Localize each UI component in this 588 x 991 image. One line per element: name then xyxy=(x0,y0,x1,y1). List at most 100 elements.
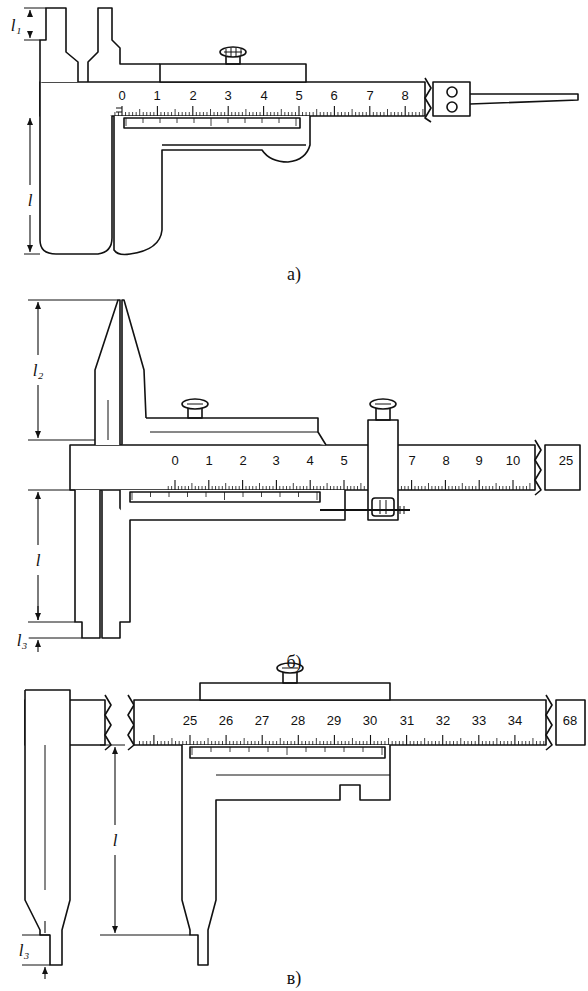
scale-tick xyxy=(350,486,351,490)
scale-tick xyxy=(254,741,255,745)
scale-tick xyxy=(233,741,234,745)
scale-tick xyxy=(226,735,227,745)
dimension-label: l xyxy=(112,832,119,849)
scale-number: 1 xyxy=(205,454,212,467)
scale-tick xyxy=(363,747,364,752)
scale-tick xyxy=(467,741,468,745)
scale-tick xyxy=(482,486,483,490)
scale-number: 6 xyxy=(330,89,337,102)
scale-number: 2 xyxy=(239,454,246,467)
scale-tick xyxy=(198,486,199,490)
scale-tick xyxy=(182,112,183,116)
scale-tick xyxy=(256,486,257,490)
scale-tick xyxy=(334,106,335,116)
scale-tick xyxy=(171,486,172,490)
scale-tick xyxy=(325,747,326,752)
scale-tick xyxy=(438,486,439,490)
scale-tick xyxy=(169,492,170,497)
scale-tick xyxy=(225,483,226,490)
scale-tick xyxy=(211,118,212,126)
scale-tick xyxy=(404,486,405,490)
scale-tick xyxy=(540,741,541,745)
scale-tick xyxy=(337,112,338,116)
scale-tick xyxy=(356,741,357,745)
dimension-label: l xyxy=(27,192,34,209)
scale-tick xyxy=(205,486,206,490)
scale-tick xyxy=(235,112,236,116)
scale-tick xyxy=(139,109,140,116)
scale-tick xyxy=(296,118,297,126)
scale-tick xyxy=(345,741,346,745)
scale-tick xyxy=(344,747,345,752)
scale-number: 26 xyxy=(219,714,233,727)
scale-tick xyxy=(204,741,205,745)
scale-tick xyxy=(305,741,306,745)
scale-tick xyxy=(320,486,321,490)
caliper-c xyxy=(22,663,585,979)
scale-tick xyxy=(446,741,447,745)
scale-tick xyxy=(316,486,317,490)
scale-number: 3 xyxy=(224,89,231,102)
scale-tick xyxy=(206,112,207,116)
scale-tick xyxy=(252,112,253,116)
scale-tick xyxy=(175,109,176,116)
scale-tick xyxy=(143,118,144,123)
scale-tick xyxy=(417,741,418,745)
panel-caption: а) xyxy=(287,265,301,283)
scale-tick xyxy=(496,483,497,490)
scale-tick xyxy=(398,112,399,116)
scale-tick xyxy=(249,747,250,752)
scale-tick xyxy=(247,741,248,745)
scale-tick xyxy=(422,109,423,116)
scale-tick xyxy=(150,741,151,745)
scale-tick xyxy=(168,486,169,490)
scale-number: 7 xyxy=(366,89,373,102)
scale-tick xyxy=(235,486,236,490)
scale-tick xyxy=(388,738,389,745)
scale-tick xyxy=(419,112,420,116)
scale-tick xyxy=(355,112,356,116)
scale-number: 7 xyxy=(408,454,415,467)
scale-tick xyxy=(506,486,507,490)
scale-tick xyxy=(129,112,130,116)
caliper-a xyxy=(24,8,578,255)
scale-tick xyxy=(269,741,270,745)
scale-number: 4 xyxy=(306,454,313,467)
scale-tick xyxy=(341,741,342,745)
scale-tick xyxy=(323,486,324,490)
scale-tick xyxy=(380,112,381,116)
scale-tick xyxy=(281,109,282,116)
scale-tick xyxy=(136,112,137,116)
scale-tick xyxy=(179,741,180,745)
scale-tick xyxy=(232,486,233,490)
scale-tick xyxy=(348,112,349,116)
scale-tick xyxy=(457,741,458,745)
scale-tick xyxy=(274,112,275,116)
scale-tick xyxy=(383,112,384,116)
scale-tick xyxy=(262,735,263,745)
scale-tick xyxy=(210,109,211,116)
scale-tick xyxy=(224,112,225,116)
scale-tick xyxy=(306,747,307,752)
scale-tick xyxy=(171,738,172,745)
scale-tick xyxy=(181,486,182,490)
scale-tick xyxy=(364,486,365,490)
scale-tick xyxy=(218,741,219,745)
scale-tick xyxy=(217,112,218,116)
scale-tick xyxy=(435,741,436,745)
scale-tick xyxy=(273,486,274,490)
scale-number: 5 xyxy=(340,454,347,467)
scale-tick xyxy=(313,112,314,116)
scale-tick xyxy=(276,480,277,490)
scale-tick xyxy=(126,118,127,126)
scale-tick xyxy=(493,741,494,745)
scale-tick xyxy=(387,109,388,116)
scale-number: 68 xyxy=(563,714,577,727)
scale-tick xyxy=(381,741,382,745)
scale-tick xyxy=(187,492,188,497)
scale-tick xyxy=(333,486,334,490)
scale-tick xyxy=(394,112,395,116)
scale-tick xyxy=(153,735,154,745)
scale-tick xyxy=(489,486,490,490)
